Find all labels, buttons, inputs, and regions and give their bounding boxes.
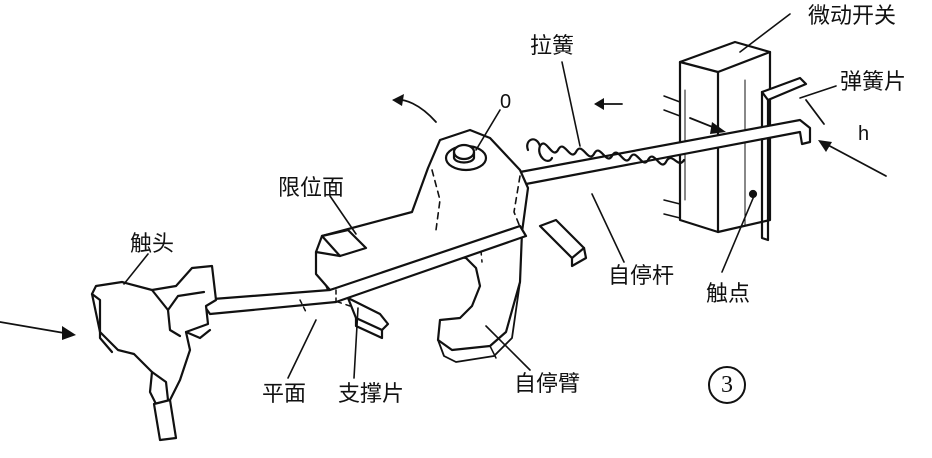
label-spring-leaf: 弹簧片 xyxy=(840,70,907,95)
leader-support-plate xyxy=(353,307,359,379)
spring-leaf xyxy=(760,76,808,242)
leader-spring-leaf xyxy=(799,85,837,99)
flat-strip xyxy=(198,224,528,316)
contact-point-dot xyxy=(748,189,758,199)
label-self-stop-rod: 自停杆 xyxy=(608,264,675,289)
leader-flat-face xyxy=(287,319,317,379)
support-plate-tab xyxy=(346,296,390,340)
label-tension-spring: 拉簧 xyxy=(530,34,575,59)
self-stop-arm-body xyxy=(314,128,530,363)
label-contact-head: 触头 xyxy=(130,232,175,257)
label-gap-h: h xyxy=(858,123,870,145)
motion-arrows xyxy=(0,94,887,340)
input-arrow xyxy=(0,321,71,335)
label-pivot-o: 0 xyxy=(500,91,512,113)
tension-spring xyxy=(526,138,686,166)
label-limit-face: 限位面 xyxy=(278,176,345,201)
label-micro-switch: 微动开关 xyxy=(808,4,897,29)
leader-lines xyxy=(123,13,837,379)
pivot-boss xyxy=(444,143,488,172)
leader-self-stop-arm xyxy=(485,325,531,371)
leader-tension-spring xyxy=(561,61,581,147)
gap-h-line xyxy=(805,99,825,125)
lower-tab xyxy=(538,218,588,268)
contact-head xyxy=(90,264,218,442)
figure-number: 3 xyxy=(708,366,746,404)
label-self-stop-arm: 自停臂 xyxy=(514,372,581,397)
leader-contact-point xyxy=(721,195,755,273)
leader-limit-face xyxy=(329,195,357,235)
label-support-plate: 支撑片 xyxy=(338,382,405,407)
leader-contact-head xyxy=(123,253,149,285)
leader-pivot xyxy=(475,109,501,151)
label-contact-point: 触点 xyxy=(706,282,751,307)
self-stop-rod xyxy=(518,118,812,186)
gap-arrow-lower xyxy=(825,143,887,177)
leader-self-stop-rod xyxy=(591,193,625,263)
leader-micro-switch xyxy=(739,13,791,53)
label-flat-face: 平面 xyxy=(262,382,307,407)
